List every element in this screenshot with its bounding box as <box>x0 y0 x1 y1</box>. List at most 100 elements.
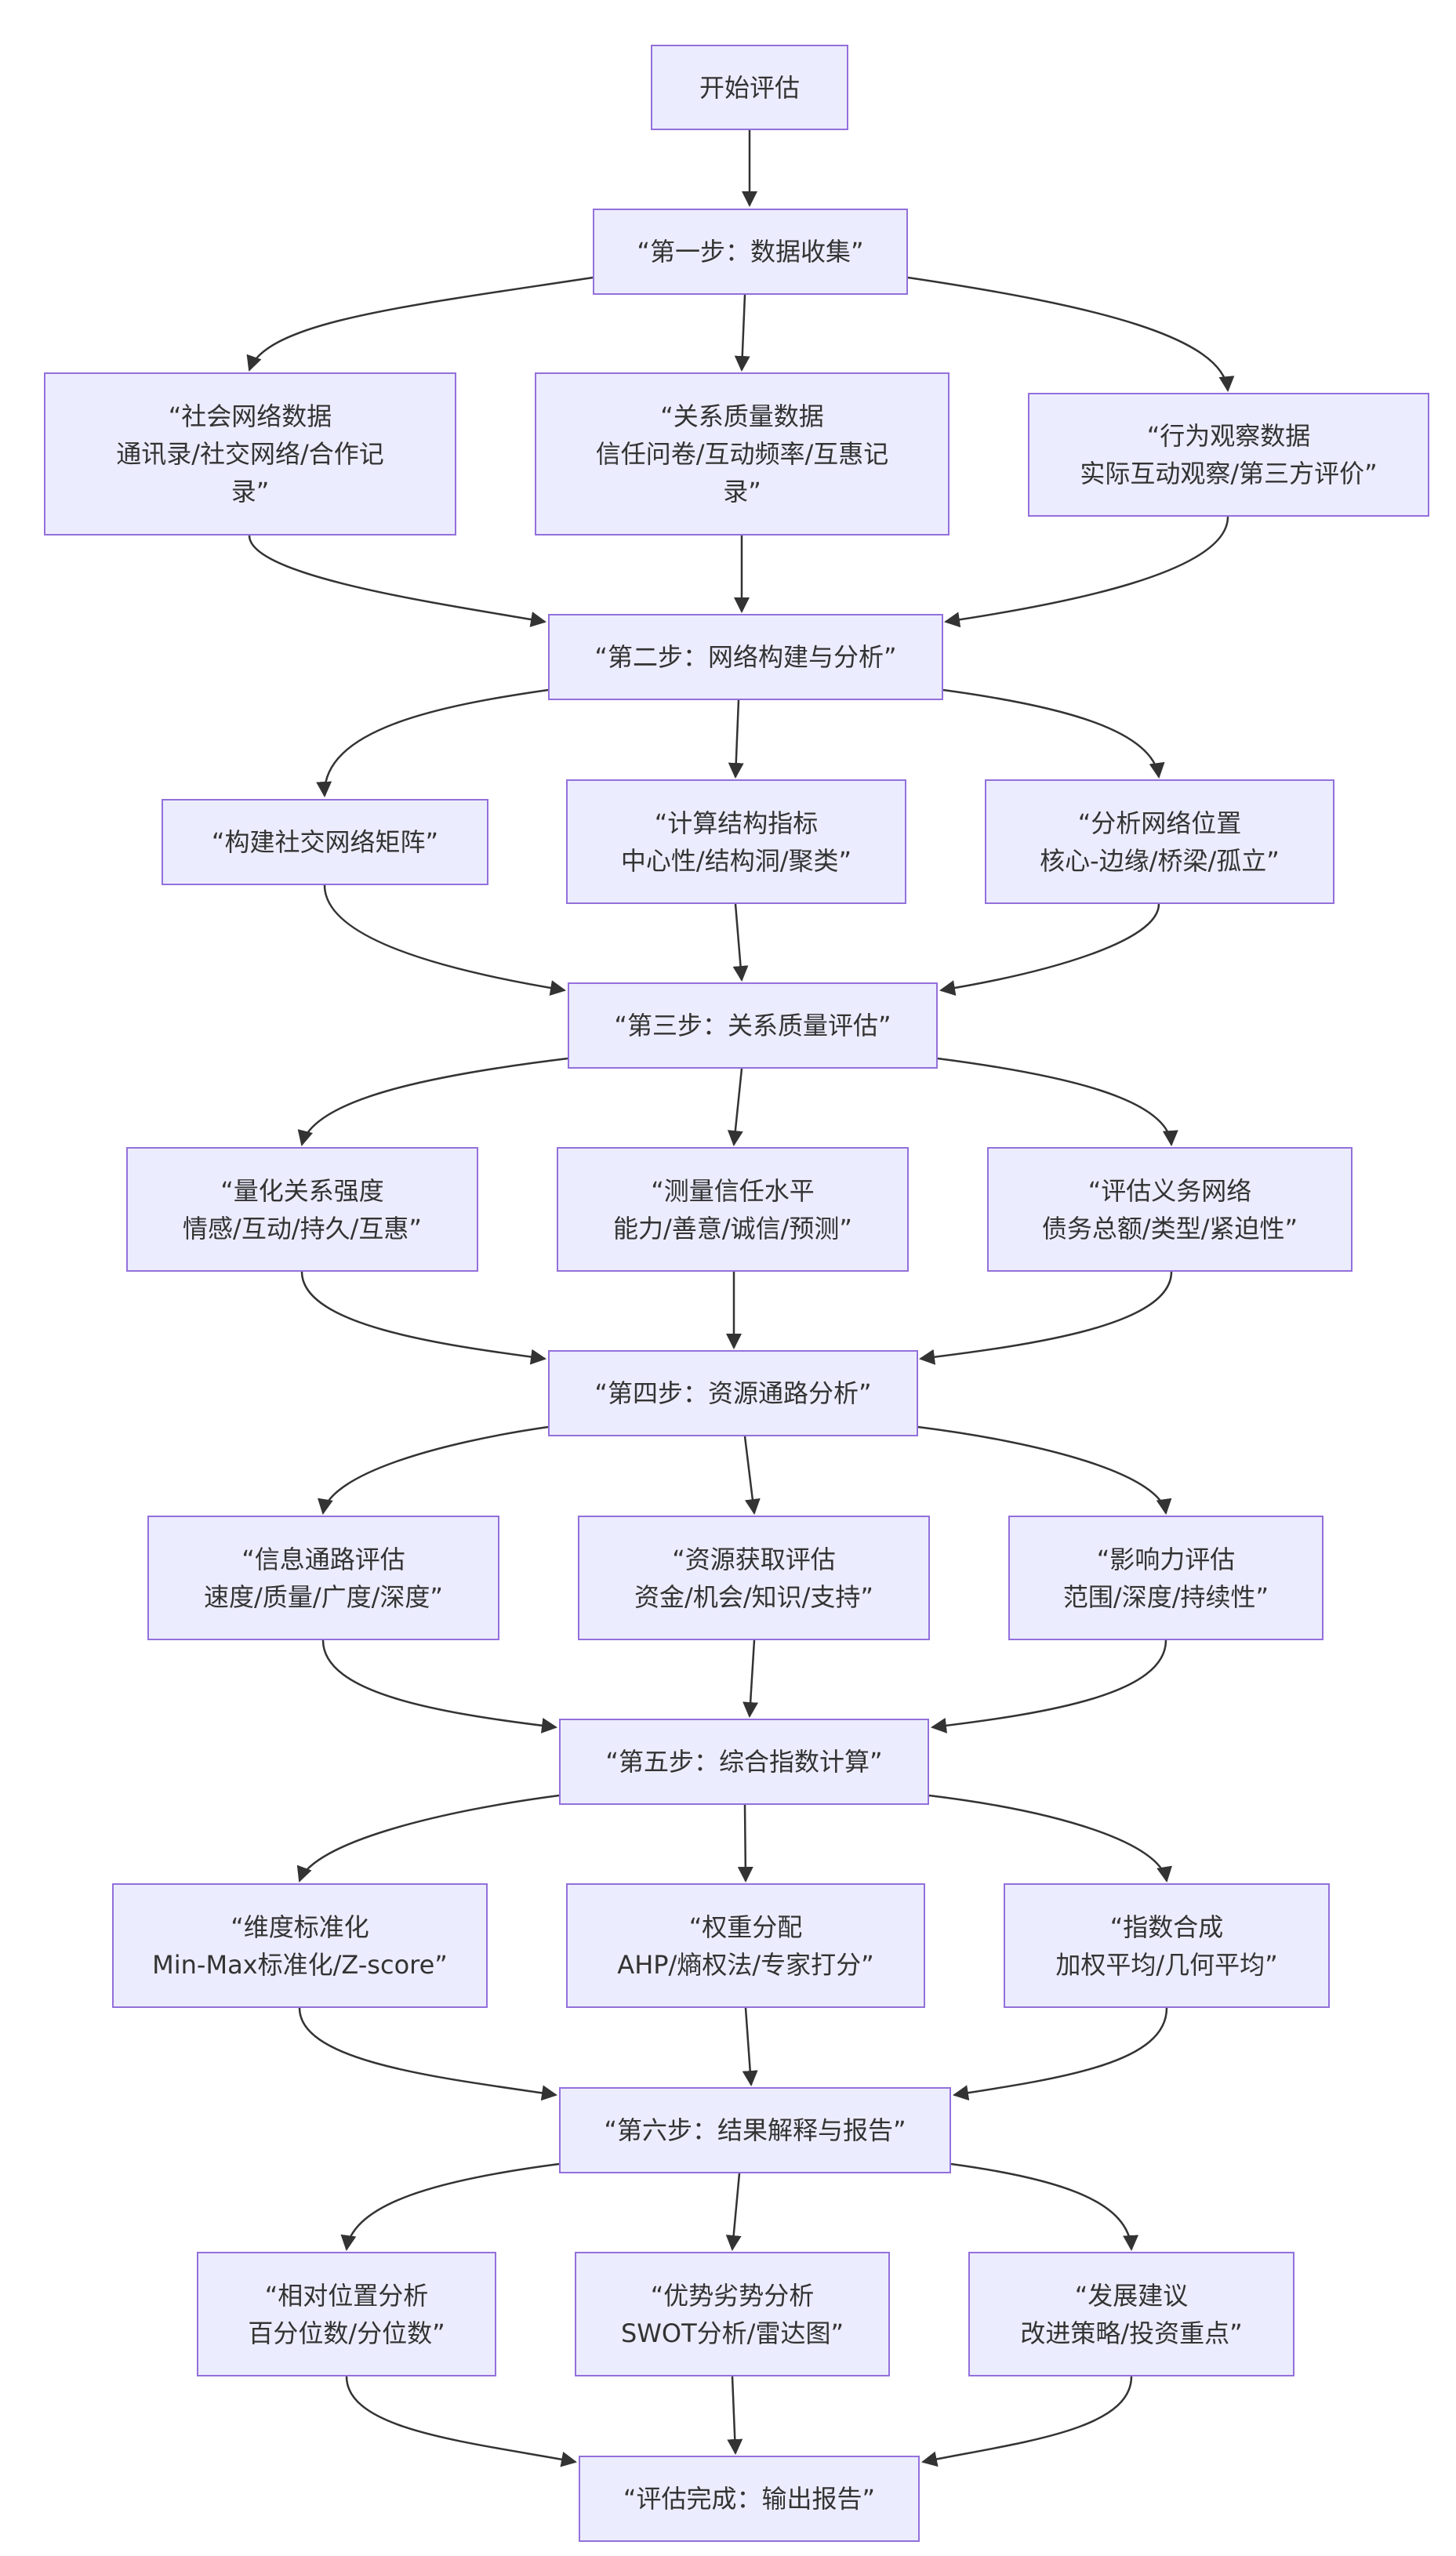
flow-arrow <box>300 1271 546 1365</box>
flow-arrow <box>921 2376 1133 2467</box>
node-label-line: 资金/机会/知识/支持” <box>634 1581 873 1612</box>
flow-arrow <box>323 884 566 996</box>
flow-arrow <box>734 294 750 372</box>
resource-access-node[interactable]: “资源获取评估资金/机会/知识/支持” <box>578 1516 930 1640</box>
node-label-line: “指数合成 <box>1109 1912 1224 1942</box>
node-label-line: 加权平均/几何平均” <box>1055 1949 1278 1980</box>
node-label-line: “信息通路评估 <box>241 1544 405 1574</box>
flow-arrow <box>937 1057 1178 1146</box>
flow-arrow <box>728 699 744 779</box>
quantify-tie-strength-node[interactable]: “量化关系强度情感/互动/持久/互惠” <box>126 1147 478 1272</box>
relationship-quality-data-node[interactable]: “关系质量数据信任问卷/互动频率/互惠记录” <box>535 372 949 536</box>
node-label-line: 能力/善意/诚信/预测” <box>613 1213 852 1244</box>
step3-relationship-quality-node[interactable]: “第三步：关系质量评估” <box>568 982 938 1069</box>
end-node[interactable]: “评估完成：输出报告” <box>579 2456 920 2542</box>
node-label-line: “影响力评估 <box>1096 1544 1236 1574</box>
node-label-line: 录” <box>231 477 270 506</box>
node-label-line: “计算结构指标 <box>654 808 819 838</box>
social-network-data-node[interactable]: “社会网络数据通讯录/社交网络/合作记录” <box>44 372 456 536</box>
node-label-line: “第三步：关系质量评估” <box>614 1011 891 1040</box>
flow-arrow <box>737 1804 753 1883</box>
node-label-line: 实际互动观察/第三方评价” <box>1080 459 1378 488</box>
flow-arrow <box>297 1057 568 1146</box>
step4-resource-channel-node[interactable]: “第四步：资源通路分析” <box>548 1350 918 1436</box>
node-label-line: 核心-边缘/桥梁/孤立” <box>1040 845 1280 876</box>
compute-structure-metrics-node[interactable]: “计算结构指标中心性/结构洞/聚类” <box>566 779 906 904</box>
flow-arrow <box>246 276 594 372</box>
node-label-line: “权重分配 <box>688 1912 803 1942</box>
flow-arrow <box>931 1639 1167 1734</box>
flow-arrow <box>248 535 546 627</box>
node-label-line: “社会网络数据 <box>168 401 332 431</box>
relative-position-node[interactable]: “相对位置分析百分位数/分位数” <box>197 2252 496 2376</box>
flow-arrow <box>939 903 1160 996</box>
build-network-matrix-node[interactable]: “构建社交网络矩阵” <box>162 799 488 885</box>
node-label-line: “相对位置分析 <box>264 2280 429 2311</box>
node-label-line: 情感/互动/持久/互惠” <box>183 1213 422 1244</box>
behavior-observation-data-node[interactable]: “行为观察数据实际互动观察/第三方评价” <box>1028 393 1429 517</box>
flow-arrow <box>298 2007 557 2101</box>
measure-trust-node[interactable]: “测量信任水平能力/善意/诚信/预测” <box>557 1147 909 1272</box>
node-label-line: 信任问卷/互动频率/互惠记 <box>595 439 889 469</box>
node-label-line: “构建社交网络矩阵” <box>211 827 439 857</box>
node-label-line: 债务总额/类型/紧迫性” <box>1041 1213 1298 1244</box>
node-label-line: 开始评估 <box>699 72 800 103</box>
weight-allocation-node[interactable]: “权重分配 AHP/熵权法/专家打分” <box>566 1883 925 2008</box>
flow-arrow <box>944 516 1229 628</box>
information-channel-node[interactable]: “信息通路评估速度/质量/广度/深度” <box>147 1516 499 1640</box>
flow-arrow <box>742 2007 758 2086</box>
node-label-line: “测量信任水平 <box>651 1175 815 1206</box>
flow-arrow <box>953 2007 1168 2101</box>
flow-arrow <box>340 2162 560 2251</box>
node-label-line: 改进策略/投资重点” <box>1020 2318 1243 2348</box>
step6-report-node[interactable]: “第六步：结果解释与报告” <box>559 2087 951 2173</box>
flow-arrow <box>345 2376 577 2467</box>
node-label-line: “优势劣势分析 <box>650 2280 815 2311</box>
node-label-line: “评估义务网络 <box>1087 1175 1252 1206</box>
node-label-line: “量化关系强度 <box>220 1175 384 1206</box>
node-label-line: 通讯录/社交网络/合作记 <box>116 439 384 469</box>
flow-arrow <box>296 1794 560 1883</box>
node-label-line: “分析网络位置 <box>1077 808 1242 838</box>
step5-composite-index-node[interactable]: “第五步：综合指数计算” <box>559 1719 929 1805</box>
node-label-line: “行为观察数据 <box>1146 421 1311 451</box>
flow-arrow <box>727 2376 743 2455</box>
start-node[interactable]: 开始评估 <box>651 45 848 130</box>
strength-weakness-node[interactable]: “优势劣势分析 SWOT分析/雷达图” <box>575 2252 890 2376</box>
flow-arrow <box>743 1436 761 1515</box>
node-label-line: 中心性/结构洞/聚类” <box>620 845 852 876</box>
flow-arrow <box>928 1794 1172 1883</box>
flow-arrow <box>727 1068 743 1146</box>
node-label-line: “维度标准化 <box>231 1912 369 1942</box>
flow-arrow <box>321 1639 557 1734</box>
step1-data-collection-node[interactable]: “第一步：数据收集” <box>593 209 908 295</box>
influence-evaluation-node[interactable]: “影响力评估范围/深度/持续性” <box>1008 1516 1323 1640</box>
node-label-line: “第五步：综合指数计算” <box>605 1747 883 1777</box>
node-label-line: 百分位数/分位数” <box>248 2318 445 2348</box>
node-label-line: 范围/深度/持续性” <box>1062 1581 1269 1612</box>
node-label-line: “第四步：资源通路分析” <box>594 1378 872 1408</box>
step2-network-construction-node[interactable]: “第二步：网络构建与分析” <box>548 614 943 700</box>
node-label-line: AHP/熵权法/专家打分” <box>617 1949 874 1980</box>
flow-arrow <box>316 688 549 797</box>
analyze-network-position-node[interactable]: “分析网络位置核心-边缘/桥梁/孤立” <box>985 779 1334 904</box>
node-label-line: “第二步：网络构建与分析” <box>594 642 897 672</box>
node-label-line: “发展建议 <box>1074 2280 1189 2311</box>
node-label-line: “第一步：数据收集” <box>637 237 864 267</box>
node-label-line: “第六步：结果解释与报告” <box>604 2115 906 2145</box>
node-label-line: SWOT分析/雷达图” <box>620 2318 844 2348</box>
node-label-line: “关系质量数据 <box>660 401 824 431</box>
index-synthesis-node[interactable]: “指数合成加权平均/几何平均” <box>1004 1883 1330 2008</box>
flow-arrow <box>919 1271 1173 1365</box>
flow-arrow <box>917 1425 1172 1515</box>
development-advice-node[interactable]: “发展建议改进策略/投资重点” <box>968 2252 1294 2376</box>
flow-arrow <box>743 1639 759 1718</box>
evaluate-obligation-network-node[interactable]: “评估义务网络债务总额/类型/紧迫性” <box>987 1147 1353 1272</box>
flow-arrow <box>942 688 1165 779</box>
flow-arrow <box>318 1425 549 1515</box>
flow-arrow <box>950 2162 1139 2251</box>
node-label-line: “评估完成：输出报告” <box>623 2484 876 2514</box>
node-label-line: 速度/质量/广度/深度” <box>204 1581 443 1612</box>
